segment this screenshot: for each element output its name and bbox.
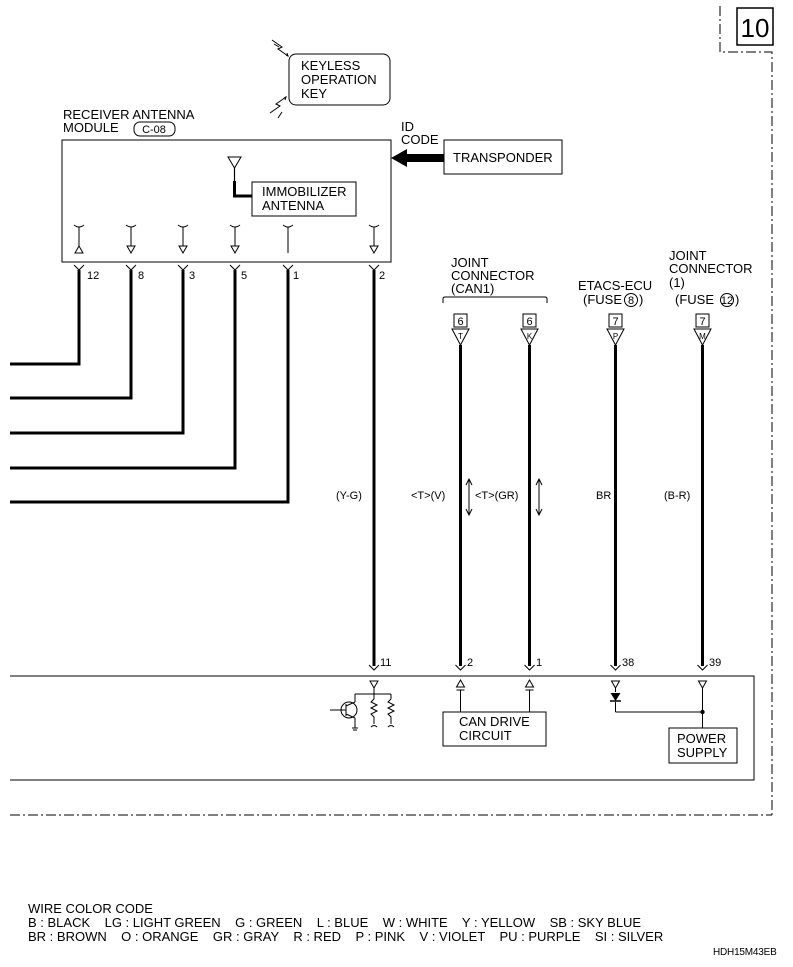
- svg-text:6: 6: [526, 316, 532, 328]
- legend-row-1: B : BLACK LG : LIGHT GREEN G : GREEN L :…: [28, 915, 642, 930]
- svg-text:ANTENNA: ANTENNA: [262, 198, 324, 213]
- svg-text:3: 3: [189, 270, 195, 282]
- receiver-antenna-module: RECEIVER ANTENNA MODULE C-08 IMMOBILIZER…: [61, 107, 392, 263]
- svg-text:SUPPLY: SUPPLY: [677, 745, 728, 760]
- svg-text:T: T: [458, 332, 463, 341]
- svg-text:C-08: C-08: [142, 124, 166, 136]
- etacs-ecu-label: ETACS-ECU (FUSE 8 ): [578, 278, 652, 307]
- svg-text:(1): (1): [669, 275, 685, 290]
- left-wires: [10, 270, 290, 504]
- svg-text:39: 39: [709, 657, 721, 669]
- svg-text:CONNECTOR: CONNECTOR: [451, 268, 535, 283]
- svg-text:2: 2: [467, 657, 473, 669]
- svg-text:8: 8: [138, 270, 144, 282]
- svg-text:OPERATION: OPERATION: [301, 72, 377, 87]
- svg-text:1: 1: [293, 270, 299, 282]
- svg-text:ID: ID: [401, 119, 414, 134]
- svg-text:P: P: [613, 332, 618, 341]
- transponder-link: ID CODE TRANSPONDER: [391, 119, 563, 175]
- svg-text:5: 5: [241, 270, 247, 282]
- svg-text:CODE: CODE: [401, 132, 439, 147]
- svg-text:CIRCUIT: CIRCUIT: [459, 728, 512, 743]
- connector-tag-k: 6 K: [520, 313, 539, 347]
- joint-connector-can1: JOINT CONNECTOR (CAN1): [442, 255, 548, 303]
- legend-row-2: BR : BROWN O : ORANGE GR : GRAY R : RED …: [28, 929, 664, 944]
- connector-badge: [133, 121, 176, 137]
- connector-tag-t: 6 T: [451, 313, 470, 347]
- svg-text:TRANSPONDER: TRANSPONDER: [453, 150, 553, 165]
- svg-text:(FUSE: (FUSE: [583, 292, 622, 307]
- ecu-pins: 11 2 1 38 39: [368, 657, 721, 671]
- svg-text:1: 1: [536, 657, 542, 669]
- diode-icon: [610, 693, 705, 715]
- wire-color-labels: (Y-G) <T>(V) <T>(GR) BR (B-R): [336, 490, 690, 502]
- svg-text:38: 38: [622, 657, 634, 669]
- svg-text:<T>(V): <T>(V): [411, 490, 445, 502]
- joint-connector-1-label: JOINT CONNECTOR (1) (FUSE 12 ): [669, 248, 753, 307]
- can-drive-circuit: CAN DRIVE CIRCUIT: [442, 711, 547, 747]
- double-arrow-icon: [465, 477, 543, 517]
- svg-text:IMMOBILIZER: IMMOBILIZER: [262, 184, 347, 199]
- svg-text:RECEIVER ANTENNA: RECEIVER ANTENNA: [63, 107, 195, 122]
- vertical-wires: [459, 345, 704, 666]
- page-border: [10, 6, 773, 816]
- svg-text:MODULE: MODULE: [63, 120, 119, 135]
- svg-text:): ): [735, 292, 739, 307]
- svg-text:POWER: POWER: [677, 731, 726, 746]
- reference-code: HDH15M43EB: [713, 947, 777, 958]
- svg-text:8: 8: [628, 295, 634, 307]
- etacs-ecu-box: [10, 675, 755, 781]
- svg-text:(Y-G): (Y-G): [336, 490, 362, 502]
- svg-text:ETACS-ECU: ETACS-ECU: [578, 278, 652, 293]
- svg-text:(CAN1): (CAN1): [451, 281, 494, 296]
- ecu-internal-symbols: [330, 678, 708, 731]
- connector-tag-p: 7 P: [606, 313, 625, 347]
- keyless-operation-key: KEYLESS OPERATION KEY: [269, 39, 391, 119]
- svg-text:KEYLESS: KEYLESS: [301, 58, 361, 73]
- legend-title: WIRE COLOR CODE: [28, 901, 153, 916]
- svg-text:CAN DRIVE: CAN DRIVE: [459, 714, 530, 729]
- svg-text:2: 2: [379, 270, 385, 282]
- svg-text:12: 12: [721, 295, 733, 307]
- svg-text:(FUSE: (FUSE: [675, 292, 714, 307]
- svg-text:<T>(GR): <T>(GR): [475, 490, 518, 502]
- svg-text:): ): [639, 292, 643, 307]
- module-pins: 12 8 3 5 1 2: [73, 264, 385, 282]
- module-pin-symbols: [73, 224, 380, 255]
- svg-text:K: K: [527, 332, 533, 341]
- svg-text:6: 6: [457, 316, 463, 328]
- svg-text:JOINT: JOINT: [451, 255, 489, 270]
- svg-text:(B-R): (B-R): [664, 490, 690, 502]
- svg-text:KEY: KEY: [301, 86, 327, 101]
- svg-text:10: 10: [741, 13, 770, 43]
- svg-text:7: 7: [612, 316, 618, 328]
- svg-text:12: 12: [87, 270, 99, 282]
- connector-tag-m: 7 M: [693, 313, 712, 347]
- svg-text:CONNECTOR: CONNECTOR: [669, 261, 753, 276]
- svg-text:7: 7: [699, 316, 705, 328]
- svg-text:11: 11: [380, 657, 391, 669]
- svg-text:BR: BR: [596, 490, 611, 502]
- svg-text:M: M: [699, 332, 706, 341]
- svg-text:JOINT: JOINT: [669, 248, 707, 263]
- page-number-box: 10: [736, 7, 774, 46]
- antenna-icon: [227, 156, 252, 198]
- power-supply: POWER SUPPLY: [668, 727, 738, 764]
- radio-wave-icon: [269, 39, 289, 119]
